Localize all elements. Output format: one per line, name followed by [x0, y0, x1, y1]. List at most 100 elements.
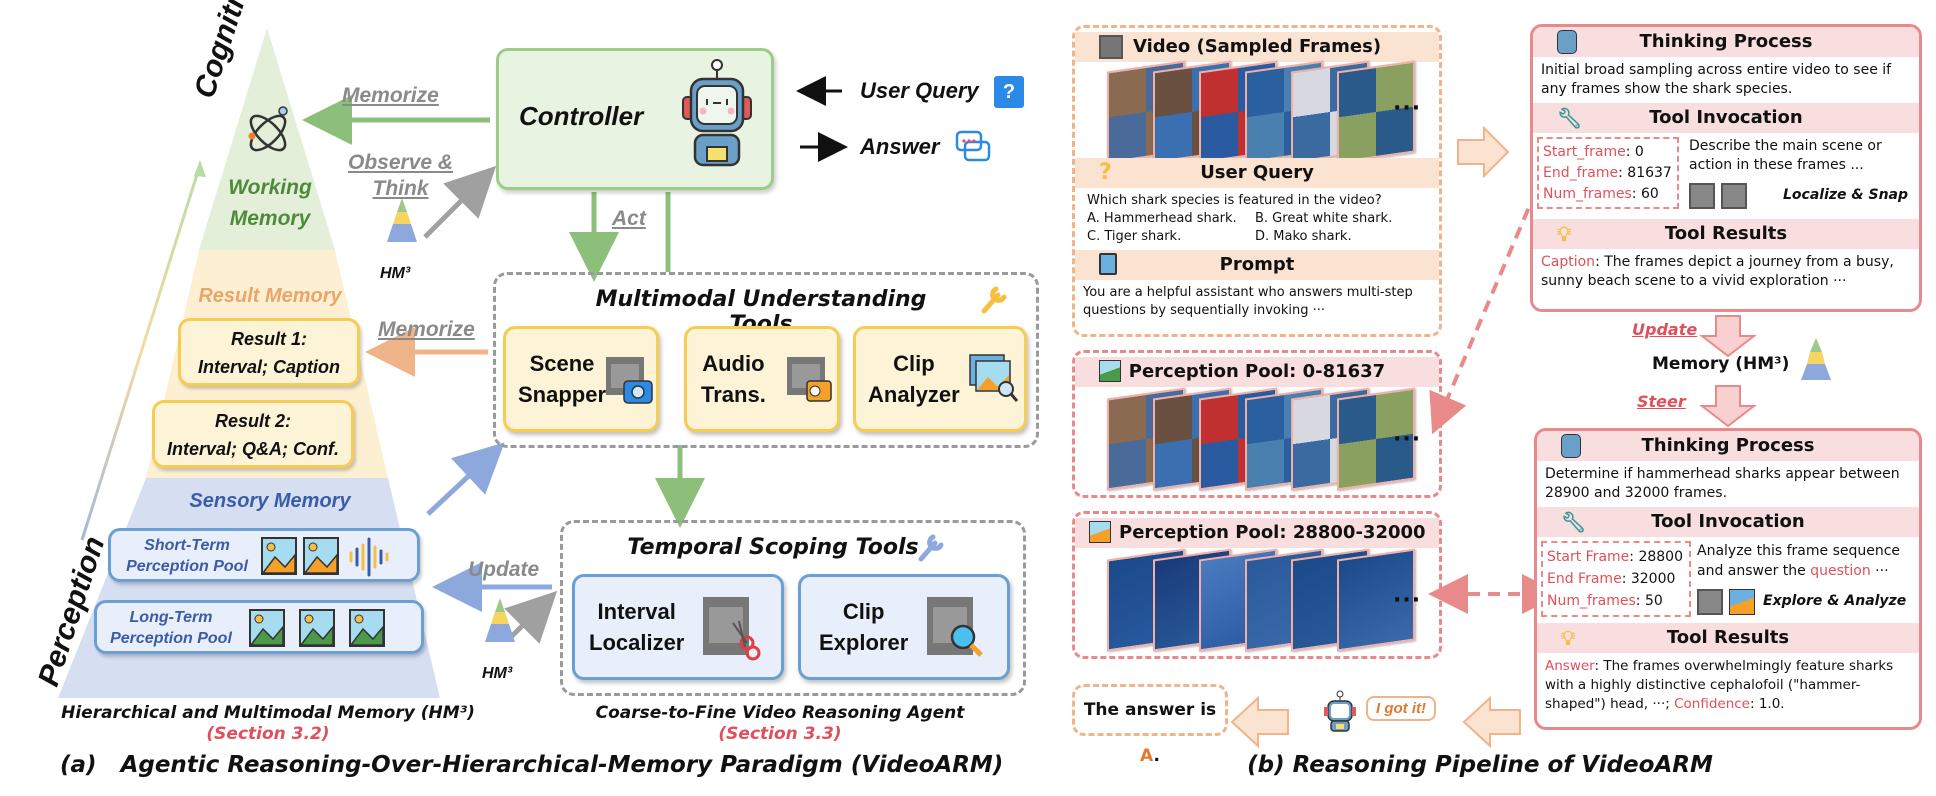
film-radio-icon [787, 357, 832, 402]
short-term-pool-box[interactable]: Short-Term Perception Pool [108, 528, 420, 582]
reasoning-step-2: Thinking Process Determine if hammerhead… [1534, 428, 1922, 730]
pool-1-header: Perception Pool: 0-81637 [1075, 357, 1439, 387]
perception-pool-2: Perception Pool: 28800-32000 ··· [1072, 511, 1442, 659]
temporal-tools-group: Temporal Scoping Tools [560, 520, 1026, 696]
film-scissors-icon [703, 597, 761, 661]
pool-2-title: Perception Pool: 28800-32000 [1119, 522, 1426, 543]
short-term-pool-label: Short-Term Perception Pool [117, 535, 257, 577]
query-title: User Query [1200, 162, 1314, 183]
hm3-mini-pyramid-icon [485, 598, 515, 642]
pool-1-ellipsis: ··· [1393, 427, 1422, 452]
robot-icon [1561, 434, 1581, 458]
thinking-text-2: Determine if hammerhead sharks appear be… [1545, 466, 1900, 501]
prompt-text: You are a helpful assistant who answers … [1083, 285, 1413, 318]
result-2-box[interactable]: Result 2: Interval; Q&A; Conf. [152, 400, 354, 468]
hm3-title: Hierarchical and Multimodal Memory (HM³) [61, 703, 475, 723]
wrench-icon: 🔧︎ [1561, 510, 1587, 534]
result-2-fields: Interval; Q&A; Conf. [166, 439, 339, 459]
option-d: D. Mako shark. [1255, 229, 1352, 244]
instruction-1: Describe the main scene or action in the… [1689, 138, 1882, 173]
pool-2-frames: ··· [1075, 548, 1439, 652]
prompt-header: Prompt [1075, 250, 1439, 280]
tool-icons-1 [1689, 183, 1747, 209]
film-camera-icon [1721, 183, 1747, 209]
controller-box[interactable]: Controller [496, 48, 774, 190]
reasoning-step-1: Thinking Process Initial broad sampling … [1530, 24, 1922, 312]
observe-think-label: Observe & Think [348, 150, 453, 202]
long-term-pool-label: Long-Term Perception Pool [101, 607, 241, 649]
long-term-line2: Perception Pool [110, 630, 232, 647]
user-query-header: ? User Query [1075, 158, 1439, 188]
sensory-memory-label: Sensory Memory [189, 490, 351, 512]
tool-icons-2 [1697, 589, 1755, 615]
green-image-icon [1099, 360, 1121, 382]
short-term-line2: Perception Pool [126, 558, 248, 575]
invocation-header-2: 🔧︎Tool Invocation [1537, 507, 1919, 537]
chat-bubble-icon [955, 130, 991, 162]
frames-ellipsis: ··· [1393, 96, 1422, 121]
query-question: Which shark species is featured in the v… [1087, 193, 1382, 208]
result-1-title: Result 1: [230, 329, 308, 349]
green-image-icon [249, 609, 285, 647]
result-1-box[interactable]: Result 1: Interval; Caption [178, 318, 360, 386]
panel-b-graphics [1230, 125, 1831, 749]
input-to-step-arrow [1457, 125, 1510, 179]
perception-pool-1: Perception Pool: 0-81637 ··· [1072, 350, 1442, 498]
agent-section-link[interactable]: (Section 3.3) [718, 724, 842, 744]
lightbulb-icon: 💡︎ [1557, 222, 1571, 246]
video-header: Video (Sampled Frames) [1075, 32, 1439, 62]
result-1-fields: Interval; Caption [197, 357, 340, 377]
working-memory-line2: Memory [229, 207, 311, 230]
result-memory-label: Result Memory [198, 285, 342, 307]
orange-image-icon [303, 537, 339, 575]
thinking-header-2: Thinking Process [1537, 431, 1919, 461]
thinking-header-1: Thinking Process [1533, 27, 1919, 57]
results-title-1: Tool Results [1664, 223, 1788, 244]
final-answer-text: The answer is [1083, 700, 1217, 720]
option-c: C. Tiger shark. [1087, 229, 1182, 244]
hm3-mini-pyramid-icon [387, 198, 417, 242]
observe-arrow [423, 165, 497, 239]
invocation-title-1: Tool Invocation [1649, 107, 1803, 128]
film-scissors-icon [1689, 183, 1715, 209]
frame-params-1: Start_frame: 0 End_frame: 81637 Num_fram… [1537, 137, 1679, 209]
update-label-b: Update [1632, 320, 1698, 339]
wrench-icon-yellow [981, 286, 1007, 314]
pool-2-header: Perception Pool: 28800-32000 [1075, 518, 1439, 548]
thinking-title-1: Thinking Process [1639, 31, 1813, 52]
working-memory-label: Working Memory [210, 172, 330, 234]
result-to-bubble-arrow [1462, 695, 1521, 749]
memory-label-b: Memory (HM³) [1652, 354, 1790, 374]
wrench-icon: 🔧︎ [1557, 106, 1583, 130]
hm3-label: HM³ [380, 265, 411, 282]
hm3-section-link[interactable]: (Section 3.2) [206, 724, 330, 744]
temporal-tools-title: Temporal Scoping Tools [627, 535, 919, 560]
observe-line1: Observe & [348, 151, 454, 174]
long-term-pool-box[interactable]: Long-Term Perception Pool [94, 600, 424, 654]
video-title: Video (Sampled Frames) [1132, 36, 1382, 57]
user-query-label: User Query [860, 78, 979, 103]
thinking-text-1: Initial broad sampling across entire vid… [1541, 62, 1892, 97]
working-memory-line1: Working [228, 176, 312, 199]
result-2-title: Result 2: [214, 411, 292, 431]
multimodal-tools-group: Multimodal Understanding Tools [493, 272, 1039, 448]
update-down-arrow [1699, 315, 1757, 358]
short-term-pool-icons [261, 537, 389, 577]
green-image-icon [299, 609, 335, 647]
instruction-2: Analyze this frame sequence and answer t… [1697, 543, 1901, 579]
thinking-title-2: Thinking Process [1641, 435, 1815, 456]
query-text: Which shark species is featured in the v… [1075, 188, 1439, 250]
long-term-line1: Long-Term [129, 609, 213, 626]
hm3-mini-pyramid-icon [1801, 338, 1831, 380]
results-header-2: 💡︎Tool Results [1537, 623, 1919, 653]
